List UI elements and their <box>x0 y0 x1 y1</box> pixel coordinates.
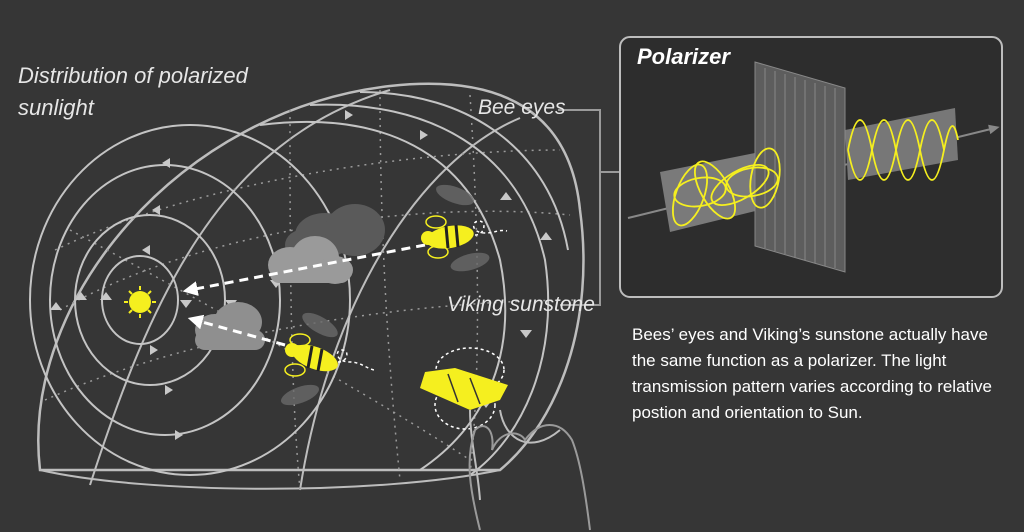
cloud-icon <box>268 204 385 284</box>
bee-icon <box>421 184 508 272</box>
light-path-arrow <box>182 243 426 347</box>
polarizer-panel <box>619 36 1003 298</box>
sunstone-icon <box>420 347 561 501</box>
connector-bracket <box>558 109 620 306</box>
caption-text: Bees’ eyes and Viking’s sunstone actuall… <box>632 325 992 422</box>
hand-outline <box>468 424 591 531</box>
diagram-title: Distribution of polarized sunlight <box>18 63 248 120</box>
sun-icon <box>124 286 156 318</box>
label-viking-sunstone: Viking sunstone <box>447 293 595 316</box>
sky-dome <box>29 82 585 491</box>
bee-icon <box>281 312 375 406</box>
label-bee-eyes: Bee eyes <box>478 96 566 119</box>
polarizer-title: Polarizer <box>637 44 730 69</box>
cloud-icon <box>195 302 265 350</box>
